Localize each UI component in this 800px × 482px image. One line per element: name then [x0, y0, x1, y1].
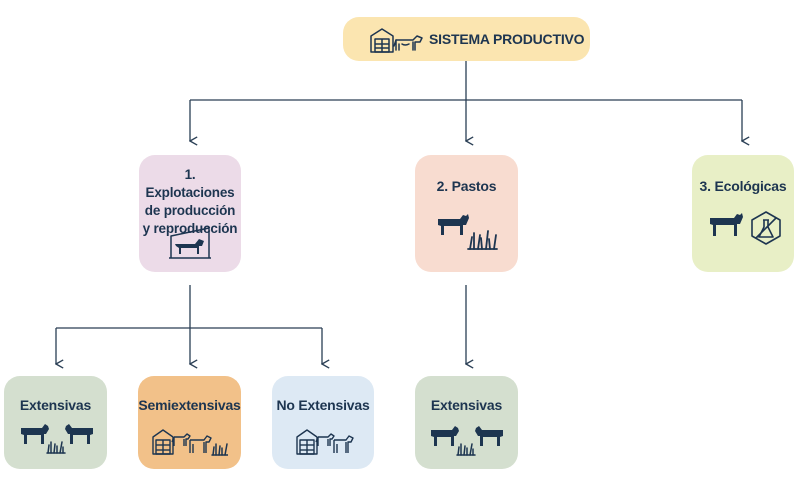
leaf-label-extensivas: Extensivas: [19, 397, 92, 413]
leaf-node-semiextensivas: Semiextensivas: [138, 376, 241, 469]
farm-cattle-icon: [369, 26, 425, 54]
cow-no-chemicals-icon: [708, 210, 784, 246]
root-label: SISTEMA PRODUCTIVO: [429, 31, 585, 47]
category-node-explotaciones: 1. Explotaciones de producción y reprodu…: [139, 155, 241, 272]
barn-calf-grass-icon: [152, 426, 228, 456]
leaf-label-no-extensivas: No Extensivas: [276, 397, 370, 413]
leaf-node-extensivas: Extensivas: [4, 376, 107, 469]
leaf-label-semiextensivas: Semiextensivas: [138, 397, 241, 413]
leaf-node-pastos-extensivas: Extensivas: [415, 376, 518, 469]
root-node: SISTEMA PRODUCTIVO: [343, 17, 590, 61]
leaf-label-pastos-extensivas: Extensivas: [430, 397, 503, 413]
leaf-node-no-extensivas: No Extensivas: [272, 376, 374, 469]
category-label-pastos: 2. Pastos: [436, 178, 497, 194]
cow-grass-icon: [436, 211, 498, 251]
two-cows-grass-icon: [430, 426, 504, 456]
cattle-barn-icon: [169, 226, 211, 260]
category-node-pastos: 2. Pastos: [415, 155, 518, 272]
category-label-explotaciones: 1. Explotaciones de producción y reprodu…: [142, 167, 238, 236]
barn-calf-icon: [296, 426, 354, 456]
category-label-ecologicas: 3. Ecológicas: [699, 178, 787, 194]
category-node-ecologicas: 3. Ecológicas: [692, 155, 794, 272]
two-cows-grass-icon: [20, 424, 94, 454]
